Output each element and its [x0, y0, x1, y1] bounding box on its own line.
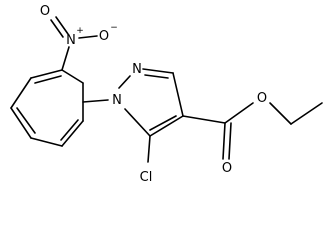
nitro-n-charge: +	[76, 26, 84, 36]
pyrazole-n1-label: N	[112, 93, 122, 108]
pyrazole-ring: N N	[82, 62, 184, 137]
bond-c2-no2	[61, 46, 70, 71]
bond-ar-c1-c2	[61, 69, 84, 84]
bond-ar-c4-c5-inner	[16, 107, 36, 134]
carbonyl-o-label: O	[222, 161, 232, 176]
bond-carbonyl-o-ester	[224, 102, 254, 124]
bond-c4-carbonyl	[182, 115, 226, 124]
bond-ar-c4-c5	[10, 107, 32, 139]
ethyl-ester: O O	[182, 91, 323, 176]
bond-carbonyl-o-double	[228, 122, 232, 160]
pyrazole-n2-label: N	[132, 62, 142, 77]
nitro-n-label: N	[66, 33, 76, 48]
bond-ar-c6-c1-inner	[60, 119, 79, 141]
bond-ar-n1	[82, 99, 109, 103]
bond-c5-n1	[124, 108, 151, 137]
bond-ar-c3-c4	[10, 77, 32, 109]
bond-c4-c5	[149, 115, 184, 137]
bond-n1-n2	[118, 75, 131, 89]
bond-n2-c3-inner	[144, 74, 169, 79]
bond-c5-cl	[147, 135, 151, 163]
bond-ar-c5-c6	[30, 137, 63, 147]
ester-o-label: O	[257, 91, 267, 106]
chloro-label: Cl	[140, 170, 153, 185]
bond-ar-c2-c3	[30, 69, 63, 79]
bond-carbonyl-o	[222, 122, 226, 160]
bond-ar-c6-c1	[61, 120, 84, 147]
bond-o-ch2	[269, 102, 292, 125]
bond-ar-c2-c3-inner	[34, 75, 62, 84]
nitro-o-right-label: O	[99, 29, 109, 44]
bond-n-o-right	[78, 35, 98, 39]
bond-c4-c5-inner	[149, 115, 177, 131]
bond-ch2-ch3	[290, 102, 323, 125]
benzene-ring	[10, 69, 84, 147]
bond-c3-c4	[172, 72, 184, 117]
bond-n-o-top-double	[50, 19, 64, 38]
chemical-structure: O N + O − N N Cl O O	[10, 4, 323, 185]
bond-n-o-top	[55, 16, 69, 35]
nitro-o-top-label: O	[40, 4, 50, 19]
chloro-substituent: Cl	[140, 135, 153, 185]
nitro-group: O N + O −	[40, 4, 118, 71]
bond-n2-c3	[142, 68, 174, 74]
nitro-o-right-charge: −	[110, 23, 118, 33]
